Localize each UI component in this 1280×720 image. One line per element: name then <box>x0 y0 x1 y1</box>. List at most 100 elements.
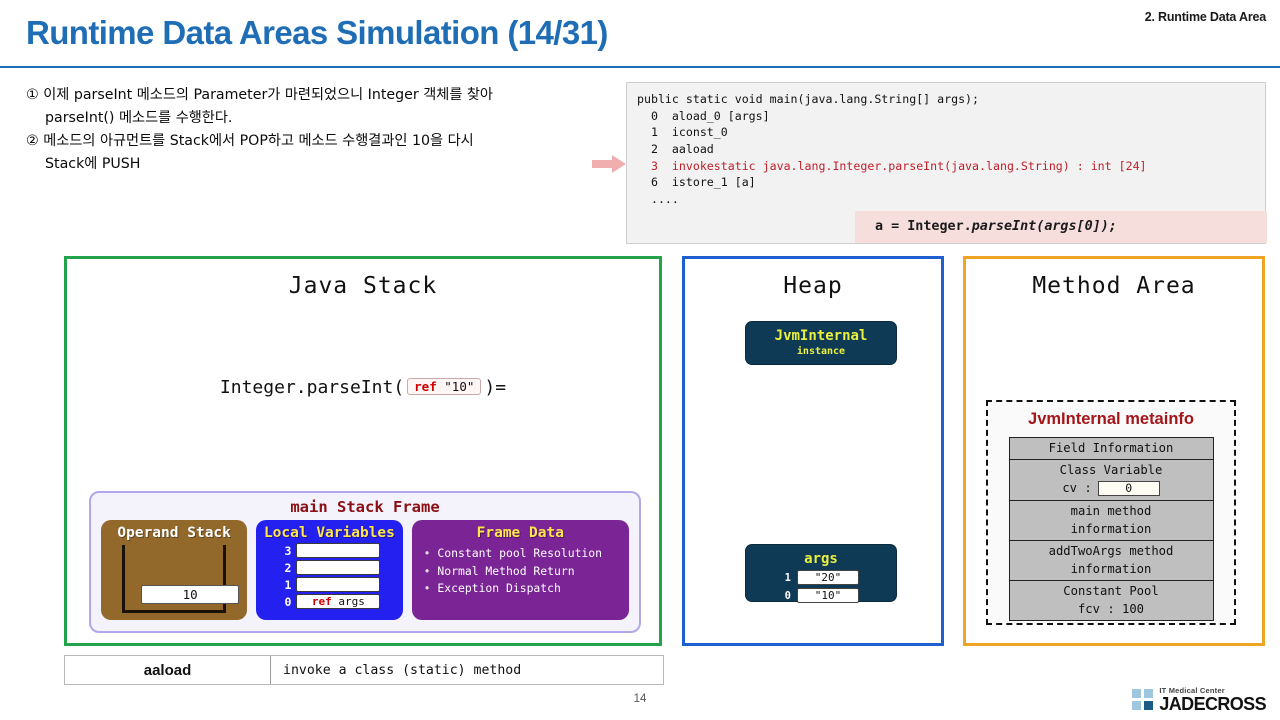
opcode-table: aaload invoke a class (static) method <box>64 655 664 685</box>
logo-squares-icon <box>1132 689 1154 710</box>
slot-index: 3 <box>284 543 292 558</box>
heap-object-subtitle: instance <box>796 346 846 357</box>
args-index: 0 <box>784 589 791 602</box>
heap-title: Heap <box>783 273 843 299</box>
parseint-expression: Integer.parseInt(ref "10")= <box>67 377 659 398</box>
local-variable-slot: 0 ref args <box>256 594 402 609</box>
heap-object-jvminternal: JvmInternal instance <box>745 321 897 365</box>
ref-badge-label: ref <box>414 379 437 394</box>
page-number: 14 <box>633 693 647 705</box>
slot-index: 1 <box>284 577 292 592</box>
cv-value: 0 <box>1097 480 1160 496</box>
metainfo-row: main method information <box>1009 501 1213 541</box>
code-line-highlighted: 3 invokestatic java.lang.Integer.parseIn… <box>637 158 1147 173</box>
logo-name: JADECROSS <box>1159 694 1266 714</box>
code-line: 1 iconst_0 <box>637 125 728 140</box>
constant-pool-value: fcv : 100 <box>1077 602 1145 617</box>
code-line: public static void main(java.lang.String… <box>637 92 980 106</box>
code-line: 0 aload_0 [args] <box>637 108 770 123</box>
metainfo-title: JvmInternal metainfo <box>1028 410 1194 428</box>
pointer-arrow-icon <box>592 155 626 173</box>
slot-ref-value: args <box>338 595 365 608</box>
operand-stack-container: 10 <box>122 545 240 613</box>
logo-square <box>1132 689 1142 698</box>
narrative-line-2: parseInt() 메소드를 수행한다. <box>45 110 233 126</box>
logo-square <box>1144 701 1154 710</box>
code-line: 6 istore_1 [a] <box>637 175 756 190</box>
bullet-icon: • <box>423 546 431 560</box>
frame-data-card: Frame Data • Constant pool Resolution • No… <box>411 520 629 620</box>
section-label: 2. Runtime Data Area <box>1144 10 1266 24</box>
stmt-arg: args[0] <box>1044 219 1101 235</box>
frame-data-item: • Constant pool Resolution <box>424 545 629 563</box>
slot-value <box>296 543 381 558</box>
expr-suffix: )= <box>484 377 507 398</box>
page-title: Runtime Data Areas Simulation (14/31) <box>26 14 608 51</box>
stmt-prefix: a = Integer. <box>875 219 972 235</box>
java-stack-panel: Java Stack Integer.parseInt(ref "10")= m… <box>64 256 662 646</box>
local-variable-slot: 1 <box>256 577 402 592</box>
code-line: 2 aaload <box>637 142 714 157</box>
local-variables-title: Local Variables <box>263 525 395 541</box>
args-value: "10" <box>797 588 859 603</box>
title-divider <box>0 66 1280 68</box>
frame-data-item-label: Normal Method Return <box>437 563 575 578</box>
frame-data-title: Frame Data <box>476 525 564 541</box>
narrative-line-1: ① 이제 parseInt 메소드의 Parameter가 마련되었으니 Int… <box>26 87 493 103</box>
logo-text: IT Medical Center JADECROSS <box>1159 686 1266 713</box>
local-variables-card: Local Variables 3 2 1 0 <box>256 520 403 620</box>
class-variable-kv: cv : 0 <box>1010 479 1213 499</box>
slot-index: 0 <box>284 594 292 609</box>
narrative-line-3: ② 메소드의 아규먼트를 Stack에서 POP하고 메소드 수행결과인 10을… <box>26 133 474 149</box>
source-statement: a = Integer.parseInt(args[0]); <box>855 211 1267 243</box>
method-area-panel: Method Area JvmInternal metainfo Field I… <box>963 256 1265 646</box>
heap-panel: Heap JvmInternal instance args 1 "20" 0 … <box>682 256 944 646</box>
stmt-suffix: ); <box>1100 219 1117 235</box>
brand-logo: IT Medical Center JADECROSS <box>1132 686 1267 713</box>
heap-object-name: JvmInternal <box>774 328 868 344</box>
opcode-description: invoke a class (static) method <box>283 662 522 678</box>
frame-data-item-label: Constant pool Resolution <box>437 546 603 560</box>
metainfo-table: Field Information Class Variable cv : 0 … <box>1008 437 1214 621</box>
frame-data-item: • Normal Method Return <box>424 563 629 581</box>
heap-args-entry: 0 "10" <box>746 588 896 603</box>
metainfo-row: Class Variable cv : 0 <box>1009 460 1213 501</box>
java-stack-title: Java Stack <box>288 273 438 299</box>
args-index: 1 <box>784 571 791 584</box>
slot-value <box>296 577 381 592</box>
operand-stack-value: 10 <box>141 585 240 604</box>
metainfo-row-label: Class Variable <box>1059 462 1163 477</box>
narrative-line-4: Stack에 PUSH <box>45 156 141 172</box>
metainfo-row: addTwoArgs method information <box>1009 541 1213 581</box>
code-line: .... <box>637 192 679 207</box>
metainfo-row: Field Information <box>1009 438 1213 460</box>
heap-args-entry: 1 "20" <box>746 570 896 585</box>
narrative-block: ① 이제 parseInt 메소드의 Parameter가 마련되었으니 Int… <box>26 84 621 176</box>
logo-square <box>1144 689 1154 698</box>
heap-args-name: args <box>804 551 838 567</box>
local-variable-slot: 3 <box>256 543 402 558</box>
frame-data-item: •Exception Dispatch <box>424 580 629 598</box>
frame-data-item-label: Exception Dispatch <box>437 581 561 596</box>
opcode-name: aaload <box>65 656 271 684</box>
ref-badge-value: "10" <box>444 379 475 394</box>
bytecode-panel: public static void main(java.lang.String… <box>626 82 1267 244</box>
main-stack-frame: main Stack Frame Operand Stack 10 Local … <box>89 491 641 633</box>
local-variable-slot: 2 <box>256 560 402 575</box>
cv-key: cv : <box>1062 481 1092 496</box>
slot-ref-label: ref <box>311 595 332 608</box>
ref-badge: ref "10" <box>407 378 482 395</box>
constant-pool-label: Constant Pool <box>1063 583 1159 598</box>
logo-tagline: IT Medical Center <box>1159 686 1225 695</box>
metainfo-row: Constant Pool fcv : 100 <box>1010 581 1213 620</box>
slot-value-ref: ref args <box>296 594 381 609</box>
method-area-title: Method Area <box>1032 273 1196 299</box>
bullet-icon: • <box>423 563 431 578</box>
jvminternal-metainfo: JvmInternal metainfo Field Information C… <box>986 400 1236 625</box>
heap-object-args: args 1 "20" 0 "10" <box>745 544 897 603</box>
expr-prefix: Integer.parseInt( <box>219 377 405 398</box>
slot-value <box>296 560 381 575</box>
logo-square <box>1132 701 1142 710</box>
main-stack-frame-title: main Stack Frame <box>290 498 440 516</box>
